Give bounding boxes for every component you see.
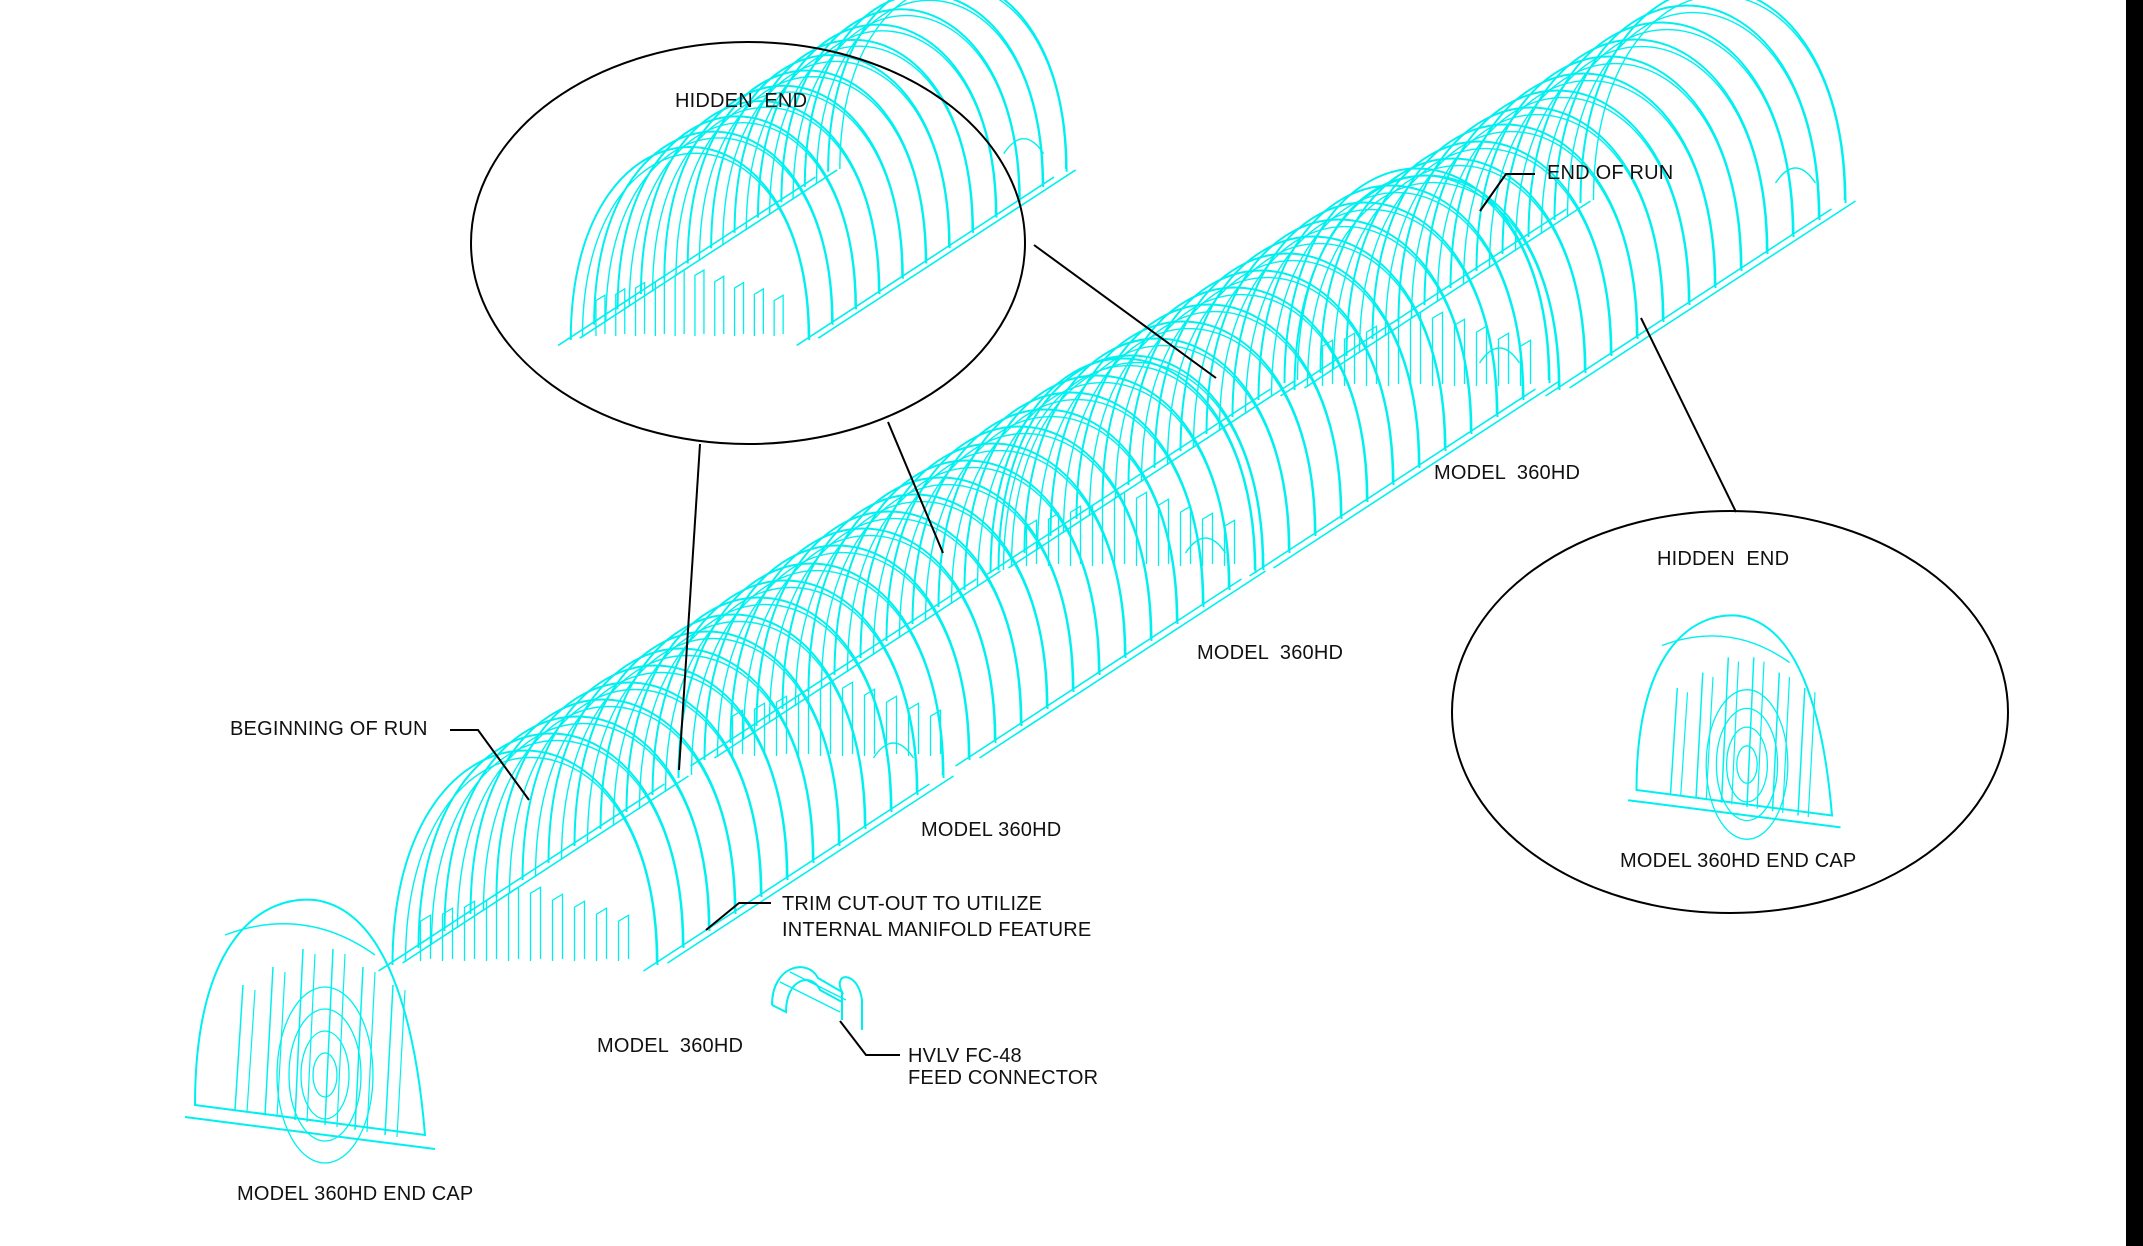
label-model-chamber-d: MODEL 360HD xyxy=(1434,462,1581,484)
frame-border-bar xyxy=(2126,0,2143,1246)
label-end-cap-right: MODEL 360HD END CAP xyxy=(1620,850,1857,872)
label-feed-connector-line2: FEED CONNECTOR xyxy=(908,1067,1099,1089)
label-model-chamber-b: MODEL 360HD xyxy=(921,819,1062,841)
hidden-end-callout-circle-right xyxy=(1451,510,2009,914)
end-cap-right-detail xyxy=(1627,614,1841,840)
label-beginning-of-run: BEGINNING OF RUN xyxy=(230,718,428,740)
hidden-end-callout-circle-top xyxy=(470,41,1026,445)
leader-hidden-to-chamber-b xyxy=(887,421,944,554)
label-end-of-run: END OF RUN xyxy=(1547,162,1674,184)
leader-hidden-to-chamber-a xyxy=(678,443,701,771)
label-end-cap-bottom: MODEL 360HD END CAP xyxy=(237,1183,474,1205)
label-hidden-end-right: HIDDEN END xyxy=(1657,548,1790,570)
leader-end-cap-to-chamber-d xyxy=(1640,317,1737,513)
chamber-model-360hd-b xyxy=(690,357,1266,767)
hvlv-feed-connector xyxy=(771,966,863,1030)
leader-beginning-of-run xyxy=(450,729,530,801)
leader-trim-cutout xyxy=(705,902,771,931)
label-trim-cutout-line2: INTERNAL MANIFOLD FEATURE xyxy=(782,919,1092,941)
label-model-chamber-c: MODEL 360HD xyxy=(1197,642,1344,664)
end-cap-bottom xyxy=(184,898,436,1164)
chamber-hidden-end-detail xyxy=(557,0,1077,347)
label-model-chamber-a: MODEL 360HD xyxy=(597,1035,744,1057)
chamber-model-360hd-c xyxy=(984,167,1560,577)
leader-end-of-run xyxy=(1479,173,1535,212)
label-hidden-end-top: HIDDEN END xyxy=(675,90,808,112)
label-feed-connector-line1: HVLV FC-48 xyxy=(908,1045,1022,1067)
leader-hidden-to-chamber-c xyxy=(1033,244,1217,379)
label-trim-cutout-line1: TRIM CUT-OUT TO UTILIZE xyxy=(782,893,1043,915)
leader-feed-connector xyxy=(839,1020,900,1056)
chamber-model-360hd-d xyxy=(1280,0,1856,397)
